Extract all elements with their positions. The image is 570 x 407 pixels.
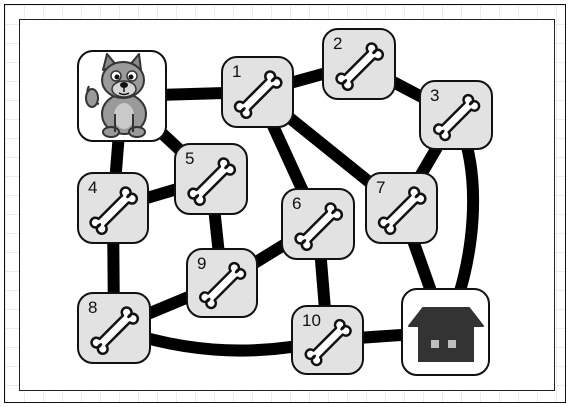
bone-icon [335, 42, 385, 91]
bone-icon [89, 186, 139, 235]
node-tile-3[interactable]: 3 [419, 80, 493, 150]
node-number: 3 [430, 86, 440, 105]
bone-icon [90, 306, 140, 355]
node-tile-10[interactable]: 10 [291, 305, 364, 375]
bone-icon [233, 70, 283, 119]
house-icon [408, 307, 484, 362]
node-number: 10 [302, 311, 321, 330]
bone-icon [377, 186, 427, 235]
node-tile-4[interactable]: 4 [77, 172, 149, 244]
node-number: 7 [376, 178, 386, 197]
house-goal-tile[interactable] [401, 288, 490, 376]
node-tile-2[interactable]: 2 [322, 28, 396, 100]
node-tile-5[interactable]: 5 [174, 143, 248, 215]
bone-icon [187, 157, 237, 206]
bone-icon [433, 93, 481, 142]
node-tile-6[interactable]: 6 [281, 188, 355, 260]
bone-icon [294, 202, 344, 251]
node-number: 8 [88, 298, 98, 317]
node-tile-8[interactable]: 8 [77, 292, 151, 364]
bone-icon [199, 261, 247, 310]
node-number: 2 [333, 34, 343, 53]
node-number: 5 [185, 149, 195, 168]
node-number: 4 [88, 178, 98, 197]
node-number: 6 [292, 194, 302, 213]
node-number: 9 [197, 254, 207, 273]
dog-start-tile[interactable] [77, 50, 167, 142]
node-tile-1[interactable]: 1 [221, 56, 294, 128]
node-tile-9[interactable]: 9 [186, 248, 258, 318]
bone-icon [304, 318, 352, 367]
dog-icon [85, 53, 147, 138]
node-number: 1 [232, 62, 242, 81]
node-tile-7[interactable]: 7 [365, 172, 438, 244]
